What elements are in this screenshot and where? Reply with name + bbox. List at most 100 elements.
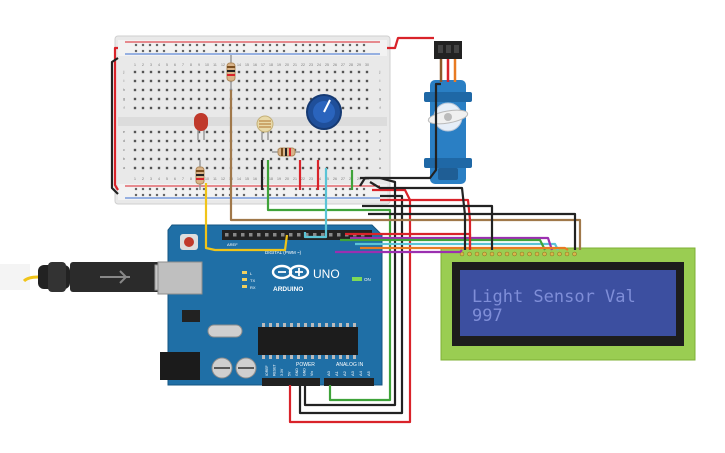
- on-led: [352, 277, 362, 281]
- rx-label: RX: [250, 285, 256, 290]
- photoresistor[interactable]: [256, 115, 274, 140]
- resistor-top[interactable]: [226, 55, 236, 90]
- column-number: 29: [357, 63, 361, 67]
- column-number: 2: [142, 177, 144, 181]
- column-number: 27: [341, 63, 345, 67]
- wire-green-lcd: [340, 238, 546, 251]
- column-number: 19: [277, 63, 281, 67]
- arduino-uno[interactable]: UNO ARDUINO DIGITAL (PWM ~) AREF TX RX L…: [157, 224, 383, 386]
- wire-red-lcd-vdd: [380, 198, 472, 250]
- column-number: 1: [134, 63, 136, 67]
- analog-pin-label: A3: [350, 370, 355, 376]
- column-number: 4: [158, 63, 160, 67]
- breadboard-holes: [133, 43, 369, 197]
- aref-label: AREF: [227, 242, 238, 247]
- usb-icon: [100, 270, 130, 284]
- column-number: 22: [301, 177, 305, 181]
- column-number: 3: [150, 177, 152, 181]
- column-number: 6: [174, 63, 176, 67]
- wire-orange-lcd: [360, 246, 569, 251]
- row-letter: e: [379, 129, 382, 134]
- regulator-chip: [182, 310, 200, 322]
- column-number: 16: [253, 177, 257, 181]
- atmega-chip: [258, 327, 358, 355]
- servo-motor[interactable]: [424, 41, 472, 184]
- wire-black-lcd-3: [368, 212, 577, 250]
- reset-button-cap[interactable]: [184, 237, 194, 247]
- led-red[interactable]: [194, 113, 208, 140]
- analog-label: ANALOG IN: [336, 362, 364, 368]
- row-letter: c: [379, 147, 381, 152]
- column-number: 2: [142, 63, 144, 67]
- row-letter: i: [380, 78, 381, 83]
- power-pin-label: GND: [295, 368, 299, 376]
- power-pin-label: 3.3V: [280, 368, 284, 376]
- wire-yellow-led: [204, 183, 289, 252]
- on-label: ON: [364, 277, 371, 282]
- usb-port[interactable]: [157, 261, 203, 295]
- column-number: 11: [213, 63, 217, 67]
- crystal-oscillator: [207, 324, 243, 338]
- column-number: 9: [198, 63, 200, 67]
- lcd-display[interactable]: Light Sensor Val 997: [440, 247, 696, 361]
- column-number: 3: [150, 63, 152, 67]
- resistor-middle[interactable]: [272, 147, 300, 157]
- column-number: 8: [190, 177, 192, 181]
- tx-led: [242, 278, 247, 281]
- breadboard[interactable]: 1122334455667788991010111112121313141415…: [114, 35, 391, 205]
- wire-purple-lcd-2: [335, 249, 463, 254]
- column-number: 10: [205, 63, 209, 67]
- top-power-rail: [118, 40, 387, 56]
- row-letter: g: [123, 96, 125, 101]
- lcd-line-2: 997: [472, 306, 503, 326]
- analog-header: [324, 378, 374, 386]
- resistor-led[interactable]: [195, 160, 205, 190]
- column-number: 1: [134, 177, 136, 181]
- bottom-power-rail: [118, 184, 387, 200]
- column-number: 5: [166, 63, 168, 67]
- column-number: 6: [174, 177, 176, 181]
- column-number: 20: [285, 63, 289, 67]
- column-number: 25: [325, 63, 329, 67]
- column-number: 16: [253, 63, 257, 67]
- column-number: 23: [309, 63, 313, 67]
- analog-pin-label: A1: [334, 370, 339, 376]
- row-letter: d: [123, 138, 125, 143]
- row-letter: d: [379, 138, 381, 143]
- wire-green-a0: [266, 160, 392, 402]
- column-number: 26: [333, 177, 337, 181]
- center-channel: [118, 117, 387, 126]
- wire-purple-lcd: [350, 236, 554, 251]
- row-letter: a: [379, 165, 382, 170]
- column-number: 14: [237, 177, 241, 181]
- power-pin-label: 5V: [288, 371, 292, 376]
- column-number: 15: [245, 177, 249, 181]
- l-led: [242, 271, 247, 274]
- column-number: 7: [182, 63, 184, 67]
- analog-pin-label: A0: [326, 370, 331, 376]
- column-number: 7: [182, 177, 184, 181]
- l-label: L: [250, 271, 253, 276]
- wires[interactable]: [110, 36, 582, 424]
- row-letter: h: [379, 87, 381, 92]
- chip-pins: [262, 323, 356, 359]
- column-number: 12: [221, 177, 225, 181]
- arduino-logo: [271, 264, 310, 280]
- lcd-screen: [460, 270, 676, 336]
- column-number: 27: [341, 177, 345, 181]
- row-letter: c: [123, 147, 125, 152]
- analog-pin-label: A5: [366, 370, 371, 376]
- row-letter: f: [379, 105, 381, 110]
- row-letter: h: [123, 87, 125, 92]
- column-number: 15: [245, 63, 249, 67]
- wire-black-left-rail: [110, 57, 119, 195]
- potentiometer[interactable]: [306, 94, 342, 130]
- analog-pin-label: A2: [342, 370, 347, 376]
- column-number: 19: [277, 177, 281, 181]
- column-number: 22: [301, 63, 305, 67]
- power-jack[interactable]: [160, 352, 200, 380]
